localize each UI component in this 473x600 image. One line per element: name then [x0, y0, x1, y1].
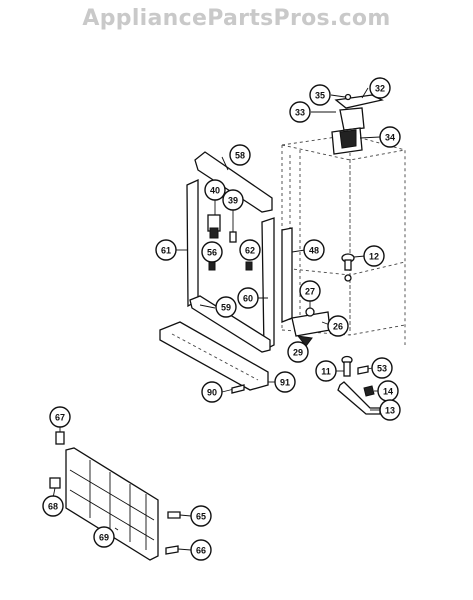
callout-56: 56 — [201, 241, 223, 263]
callout-label-11: 11 — [321, 367, 331, 377]
callout-59: 59 — [215, 296, 237, 318]
callout-61: 61 — [155, 239, 177, 261]
callout-29: 29 — [287, 341, 309, 363]
callout-label-67: 67 — [55, 413, 65, 423]
callout-label-40: 40 — [210, 186, 220, 196]
screw-90 — [231, 384, 245, 394]
callout-label-66: 66 — [196, 546, 206, 556]
callout-label-69: 69 — [99, 533, 109, 543]
watermark-text: AppliancePartsPros.com — [82, 6, 391, 31]
callout-label-35: 35 — [315, 91, 325, 101]
callout-12: 12 — [363, 245, 385, 267]
callout-label-59: 59 — [221, 303, 231, 313]
callout-label-13: 13 — [385, 406, 395, 416]
callout-label-60: 60 — [243, 294, 253, 304]
callout-label-58: 58 — [235, 151, 245, 161]
callout-label-14: 14 — [383, 387, 393, 397]
callout-13: 13 — [379, 399, 401, 421]
callout-label-90: 90 — [207, 388, 217, 398]
callout-35: 35 — [309, 84, 331, 106]
callout-62: 62 — [239, 239, 261, 261]
leveler-foot — [341, 253, 366, 282]
callout-label-68: 68 — [48, 502, 58, 512]
callout-58: 58 — [229, 144, 251, 166]
callout-91: 91 — [274, 371, 296, 393]
callout-label-48: 48 — [309, 246, 319, 256]
bottom-hinge-parts — [291, 300, 331, 349]
callout-68: 68 — [42, 495, 64, 517]
callout-34: 34 — [379, 126, 401, 148]
callout-32: 32 — [369, 77, 391, 99]
callout-26: 26 — [327, 315, 349, 337]
wire-basket — [49, 427, 192, 561]
callout-90: 90 — [201, 381, 223, 403]
callout-label-27: 27 — [305, 287, 315, 297]
top-hinge-assembly — [311, 87, 384, 155]
callout-27: 27 — [299, 280, 321, 302]
callout-65: 65 — [190, 505, 212, 527]
callout-67: 67 — [49, 406, 71, 428]
kick-plate — [159, 321, 275, 393]
callout-label-12: 12 — [369, 252, 379, 262]
callout-66: 66 — [190, 539, 212, 561]
callout-label-53: 53 — [377, 364, 387, 374]
callout-39: 39 — [222, 189, 244, 211]
callout-label-62: 62 — [245, 246, 255, 256]
door-gasket-frame — [176, 151, 306, 353]
callout-label-29: 29 — [293, 348, 303, 358]
callout-label-26: 26 — [333, 322, 343, 332]
callout-label-91: 91 — [280, 378, 290, 388]
callout-14: 14 — [377, 380, 399, 402]
callout-33: 33 — [289, 101, 311, 123]
callout-60: 60 — [237, 287, 259, 309]
callout-label-34: 34 — [385, 133, 395, 143]
callout-69: 69 — [93, 526, 115, 548]
door-small-parts — [207, 200, 253, 271]
callout-53: 53 — [371, 357, 393, 379]
callout-label-65: 65 — [196, 512, 206, 522]
callout-label-39: 39 — [228, 196, 238, 206]
callout-label-33: 33 — [295, 108, 305, 118]
callout-11: 11 — [315, 360, 337, 382]
cabinet-outline — [281, 134, 406, 345]
callout-48: 48 — [303, 239, 325, 261]
callout-40: 40 — [204, 179, 226, 201]
callout-label-61: 61 — [161, 246, 171, 256]
callout-label-32: 32 — [375, 84, 385, 94]
callout-label-56: 56 — [207, 248, 217, 258]
